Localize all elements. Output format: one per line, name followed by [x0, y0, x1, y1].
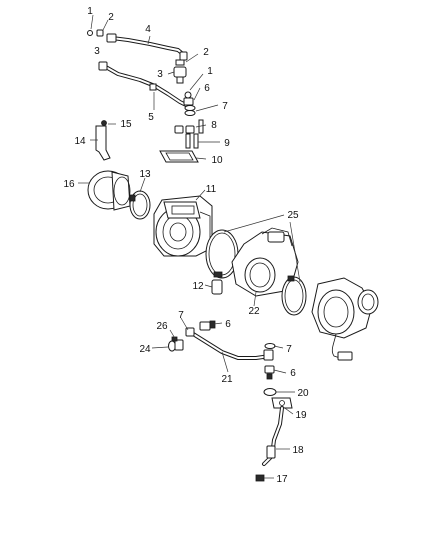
- fittings-part-24-26: [168, 336, 184, 352]
- callout-26: 26: [156, 321, 168, 332]
- callout-11: 11: [206, 184, 217, 195]
- callout-2: 2: [203, 47, 209, 58]
- callout-14: 14: [74, 136, 86, 147]
- callout-7: 7: [222, 101, 228, 112]
- callout-1: 1: [87, 6, 93, 17]
- washer-part-1: [87, 30, 93, 36]
- fitting-part-17: [255, 474, 265, 482]
- housing-part-22: [231, 227, 299, 297]
- callout-13: 13: [139, 169, 151, 180]
- bracket-part-14: [95, 120, 111, 161]
- callout-4: 4: [145, 24, 151, 35]
- callout-25: 25: [287, 210, 299, 221]
- callout-12: 12: [192, 281, 204, 292]
- callout-22: 22: [248, 306, 260, 317]
- oil-tube: [98, 61, 190, 108]
- gasket-part-10: [159, 150, 199, 163]
- tube-part-18: [262, 406, 284, 466]
- callout-5: 5: [148, 112, 154, 123]
- callout-9: 9: [224, 138, 230, 149]
- studs-part-8: [174, 119, 204, 134]
- callout-6: 6: [225, 319, 231, 330]
- leader-lines: [78, 14, 301, 479]
- callout-3: 3: [157, 69, 163, 80]
- callout-24: 24: [139, 344, 151, 355]
- turbocharger-part-11: [153, 195, 213, 257]
- callout-labels: 1 2 3 4 2 3 1 6 7 5 8 15 14 9 10 16 13 1…: [63, 6, 309, 485]
- callout-6: 6: [204, 83, 210, 94]
- clamp-part-13: [129, 190, 151, 220]
- callout-7: 7: [178, 310, 184, 321]
- callout-17: 17: [276, 474, 288, 485]
- callout-10: 10: [211, 155, 223, 166]
- banjo-fitting-group: [173, 59, 196, 116]
- studs-part-9: [185, 133, 199, 149]
- vband-clamp-right: [281, 275, 307, 316]
- callout-8: 8: [211, 120, 217, 131]
- fitting-part-2: [96, 29, 104, 37]
- callout-6: 6: [290, 368, 296, 379]
- heat-shield-part-16: [87, 170, 131, 211]
- callout-16: 16: [63, 179, 75, 190]
- oil-feed-tube: [106, 33, 188, 61]
- flange-part-19: [271, 397, 293, 409]
- callout-20: 20: [297, 388, 309, 399]
- fittings-part-6-7-upper: [199, 320, 216, 331]
- callout-21: 21: [221, 374, 233, 385]
- vband-clamp-left: [205, 229, 239, 279]
- callout-7: 7: [286, 344, 292, 355]
- callout-15: 15: [120, 119, 132, 130]
- callout-19: 19: [295, 410, 307, 421]
- callout-1: 1: [207, 66, 213, 77]
- turbo-assembly-right: [311, 277, 379, 361]
- callout-2: 2: [108, 12, 114, 23]
- callout-18: 18: [292, 445, 304, 456]
- oil-drain-tube-part-21: [185, 327, 274, 361]
- sleeve-part-12: [211, 279, 223, 295]
- gasket-part-20: [263, 388, 277, 396]
- fittings-part-6-7-lower: [264, 343, 276, 380]
- callout-3: 3: [94, 46, 100, 57]
